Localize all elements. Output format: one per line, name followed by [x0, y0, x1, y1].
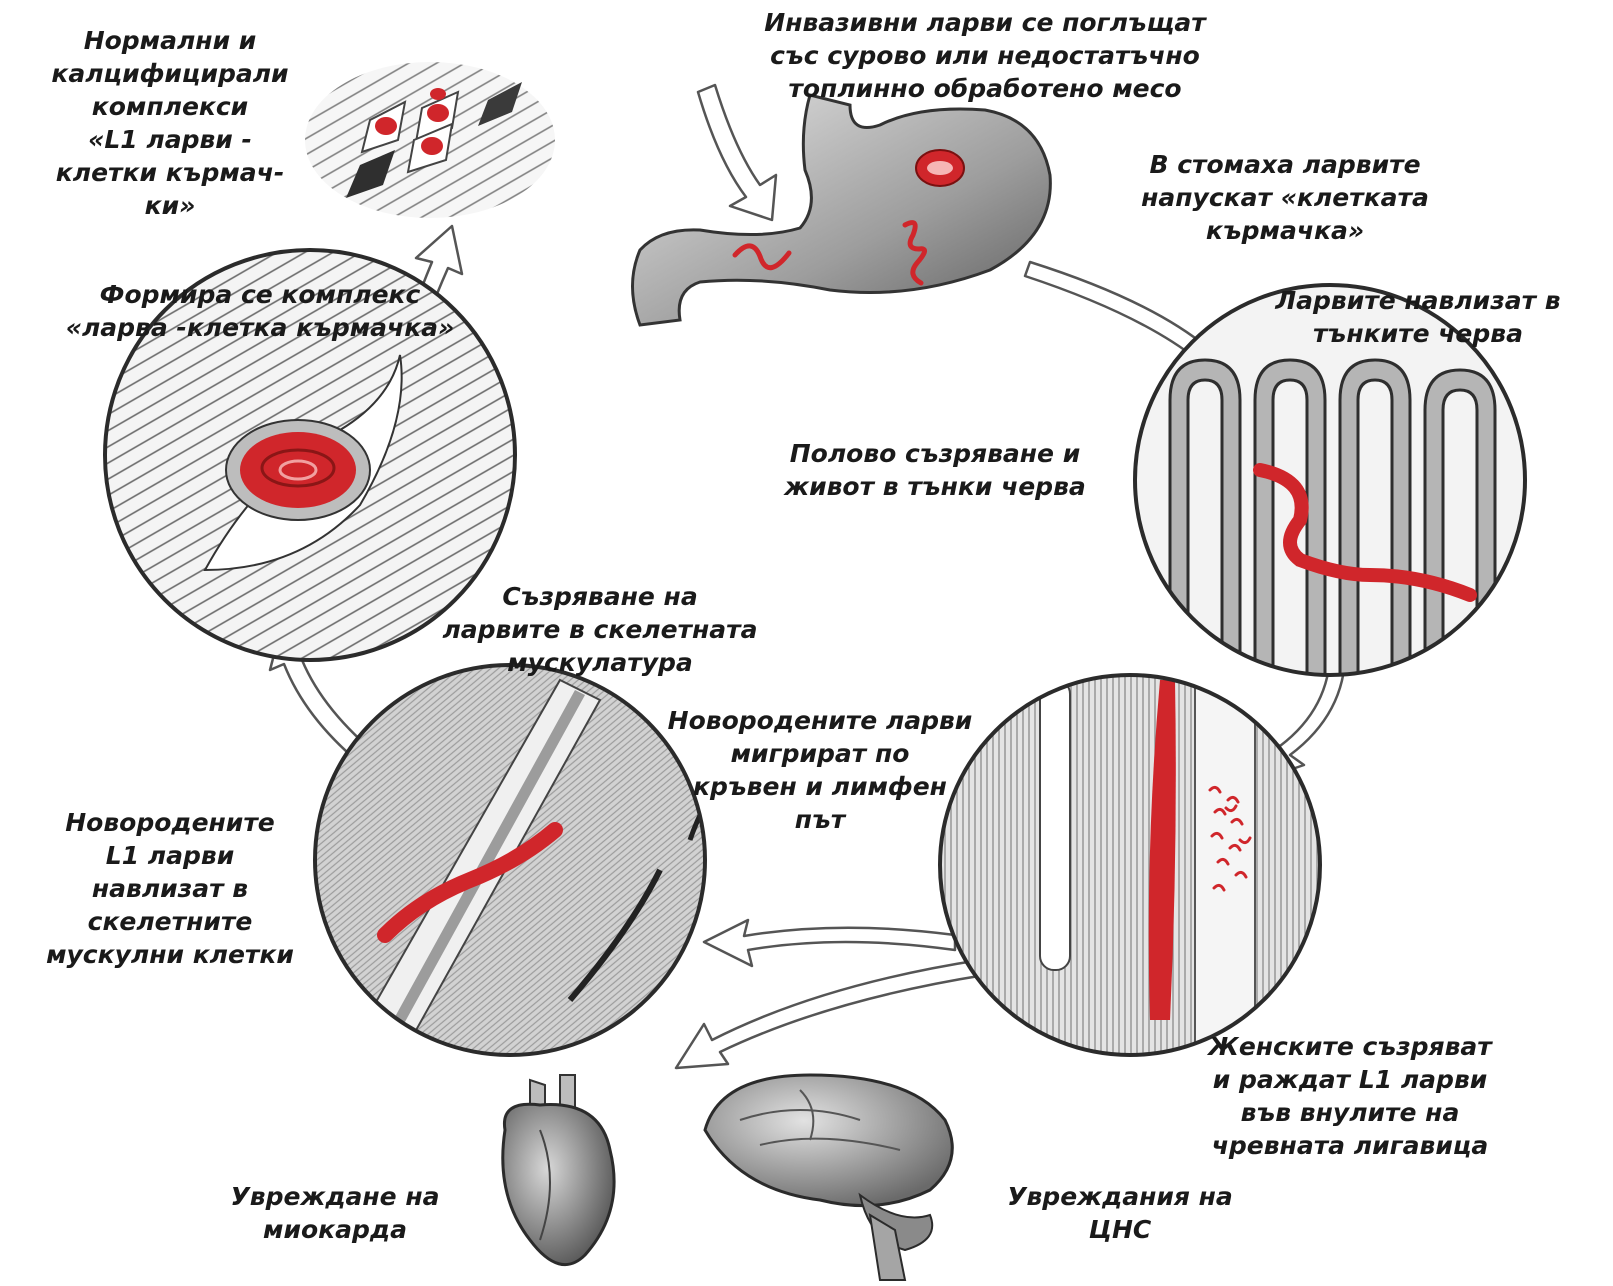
label-line: мускулатура: [390, 646, 810, 679]
label-line: път: [630, 803, 1010, 836]
ingestion-arrow: [698, 85, 776, 220]
label-line: мигрират по: [630, 737, 1010, 770]
blood-migration-arrow: [704, 920, 955, 966]
label-complex-forms: Формира се комплекс «ларва -клетка кърма…: [10, 278, 510, 344]
label-line: Новородените ларви: [630, 704, 1010, 737]
label-line: напускат «клетката: [1085, 181, 1485, 214]
label-migration: Новородените ларви мигрират по кръвен и …: [630, 704, 1010, 836]
coiled-larva: [240, 432, 356, 508]
label-line: кръвен и лимфен: [630, 770, 1010, 803]
label-line: «ларва -клетка кърмачка»: [10, 311, 510, 344]
label-line: Съзряване на: [390, 580, 810, 613]
label-line: тънките черва: [1228, 317, 1608, 350]
label-cns: Увреждания на ЦНС: [960, 1180, 1280, 1246]
label-females: Женските съзряват и раждат L1 ларви във …: [1150, 1030, 1550, 1162]
label-newborn-muscle: Новородените L1 ларви навлизат в скелетн…: [15, 806, 325, 971]
label-line: със сурово или недостатъчно: [700, 39, 1270, 72]
label-line: кърмачка»: [1085, 214, 1485, 247]
label-maturation-intestine: Полово съзряване и живот в тънки черва: [735, 437, 1135, 503]
calcified-complexes-illustration: [305, 62, 555, 218]
label-line: скелетните: [15, 905, 325, 938]
larva-cyst: [375, 117, 397, 135]
label-line: във внулите на: [1150, 1096, 1550, 1129]
larva-cyst: [430, 88, 446, 100]
label-line: Инвазивни ларви се поглъщат: [700, 6, 1270, 39]
label-line: «L1 ларви -: [20, 123, 320, 156]
label-muscle-maturation: Съзряване на ларвите в скелетната мускул…: [390, 580, 810, 679]
label-line: комплекси: [20, 90, 320, 123]
label-line: Нормални и: [20, 24, 320, 57]
label-line: ларвите в скелетната: [390, 613, 810, 646]
larva-cyst: [421, 137, 443, 155]
stomach-illustration: [633, 95, 1051, 325]
label-line: Женските съзряват: [1150, 1030, 1550, 1063]
label-line: клетки кърмач-: [20, 156, 320, 189]
label-line: ки»: [20, 189, 320, 222]
label-intestine-enter: Ларвите навлизат в тънките черва: [1228, 284, 1608, 350]
organ-dissemination-arrow: [676, 960, 985, 1068]
label-line: В стомаха ларвите: [1085, 148, 1485, 181]
label-line: L1 ларви: [15, 839, 325, 872]
larva-cyst: [427, 104, 449, 122]
label-line: топлинно обработено месо: [700, 72, 1270, 105]
label-ingestion: Инвазивни ларви се поглъщат със сурово и…: [700, 6, 1270, 105]
label-line: навлизат в: [15, 872, 325, 905]
label-line: Полово съзряване и: [735, 437, 1135, 470]
label-line: калцифицирали: [20, 57, 320, 90]
label-line: миокарда: [185, 1213, 485, 1246]
heart-illustration: [503, 1075, 614, 1265]
label-line: Увреждане на: [185, 1180, 485, 1213]
label-line: живот в тънки черва: [735, 470, 1135, 503]
brain-illustration: [705, 1075, 952, 1280]
label-line: Ларвите навлизат в: [1228, 284, 1608, 317]
label-calcified: Нормални и калцифицирали комплекси «L1 л…: [20, 24, 320, 222]
label-line: мускулни клетки: [15, 938, 325, 971]
label-line: ЦНС: [960, 1213, 1280, 1246]
label-line: и раждат L1 ларви: [1150, 1063, 1550, 1096]
label-myocardium: Увреждане на миокарда: [185, 1180, 485, 1246]
label-line: Формира се комплекс: [10, 278, 510, 311]
label-line: чревната лигавица: [1150, 1129, 1550, 1162]
label-line: Новородените: [15, 806, 325, 839]
label-stomach: В стомаха ларвите напускат «клетката кър…: [1085, 148, 1485, 247]
label-line: Увреждания на: [960, 1180, 1280, 1213]
